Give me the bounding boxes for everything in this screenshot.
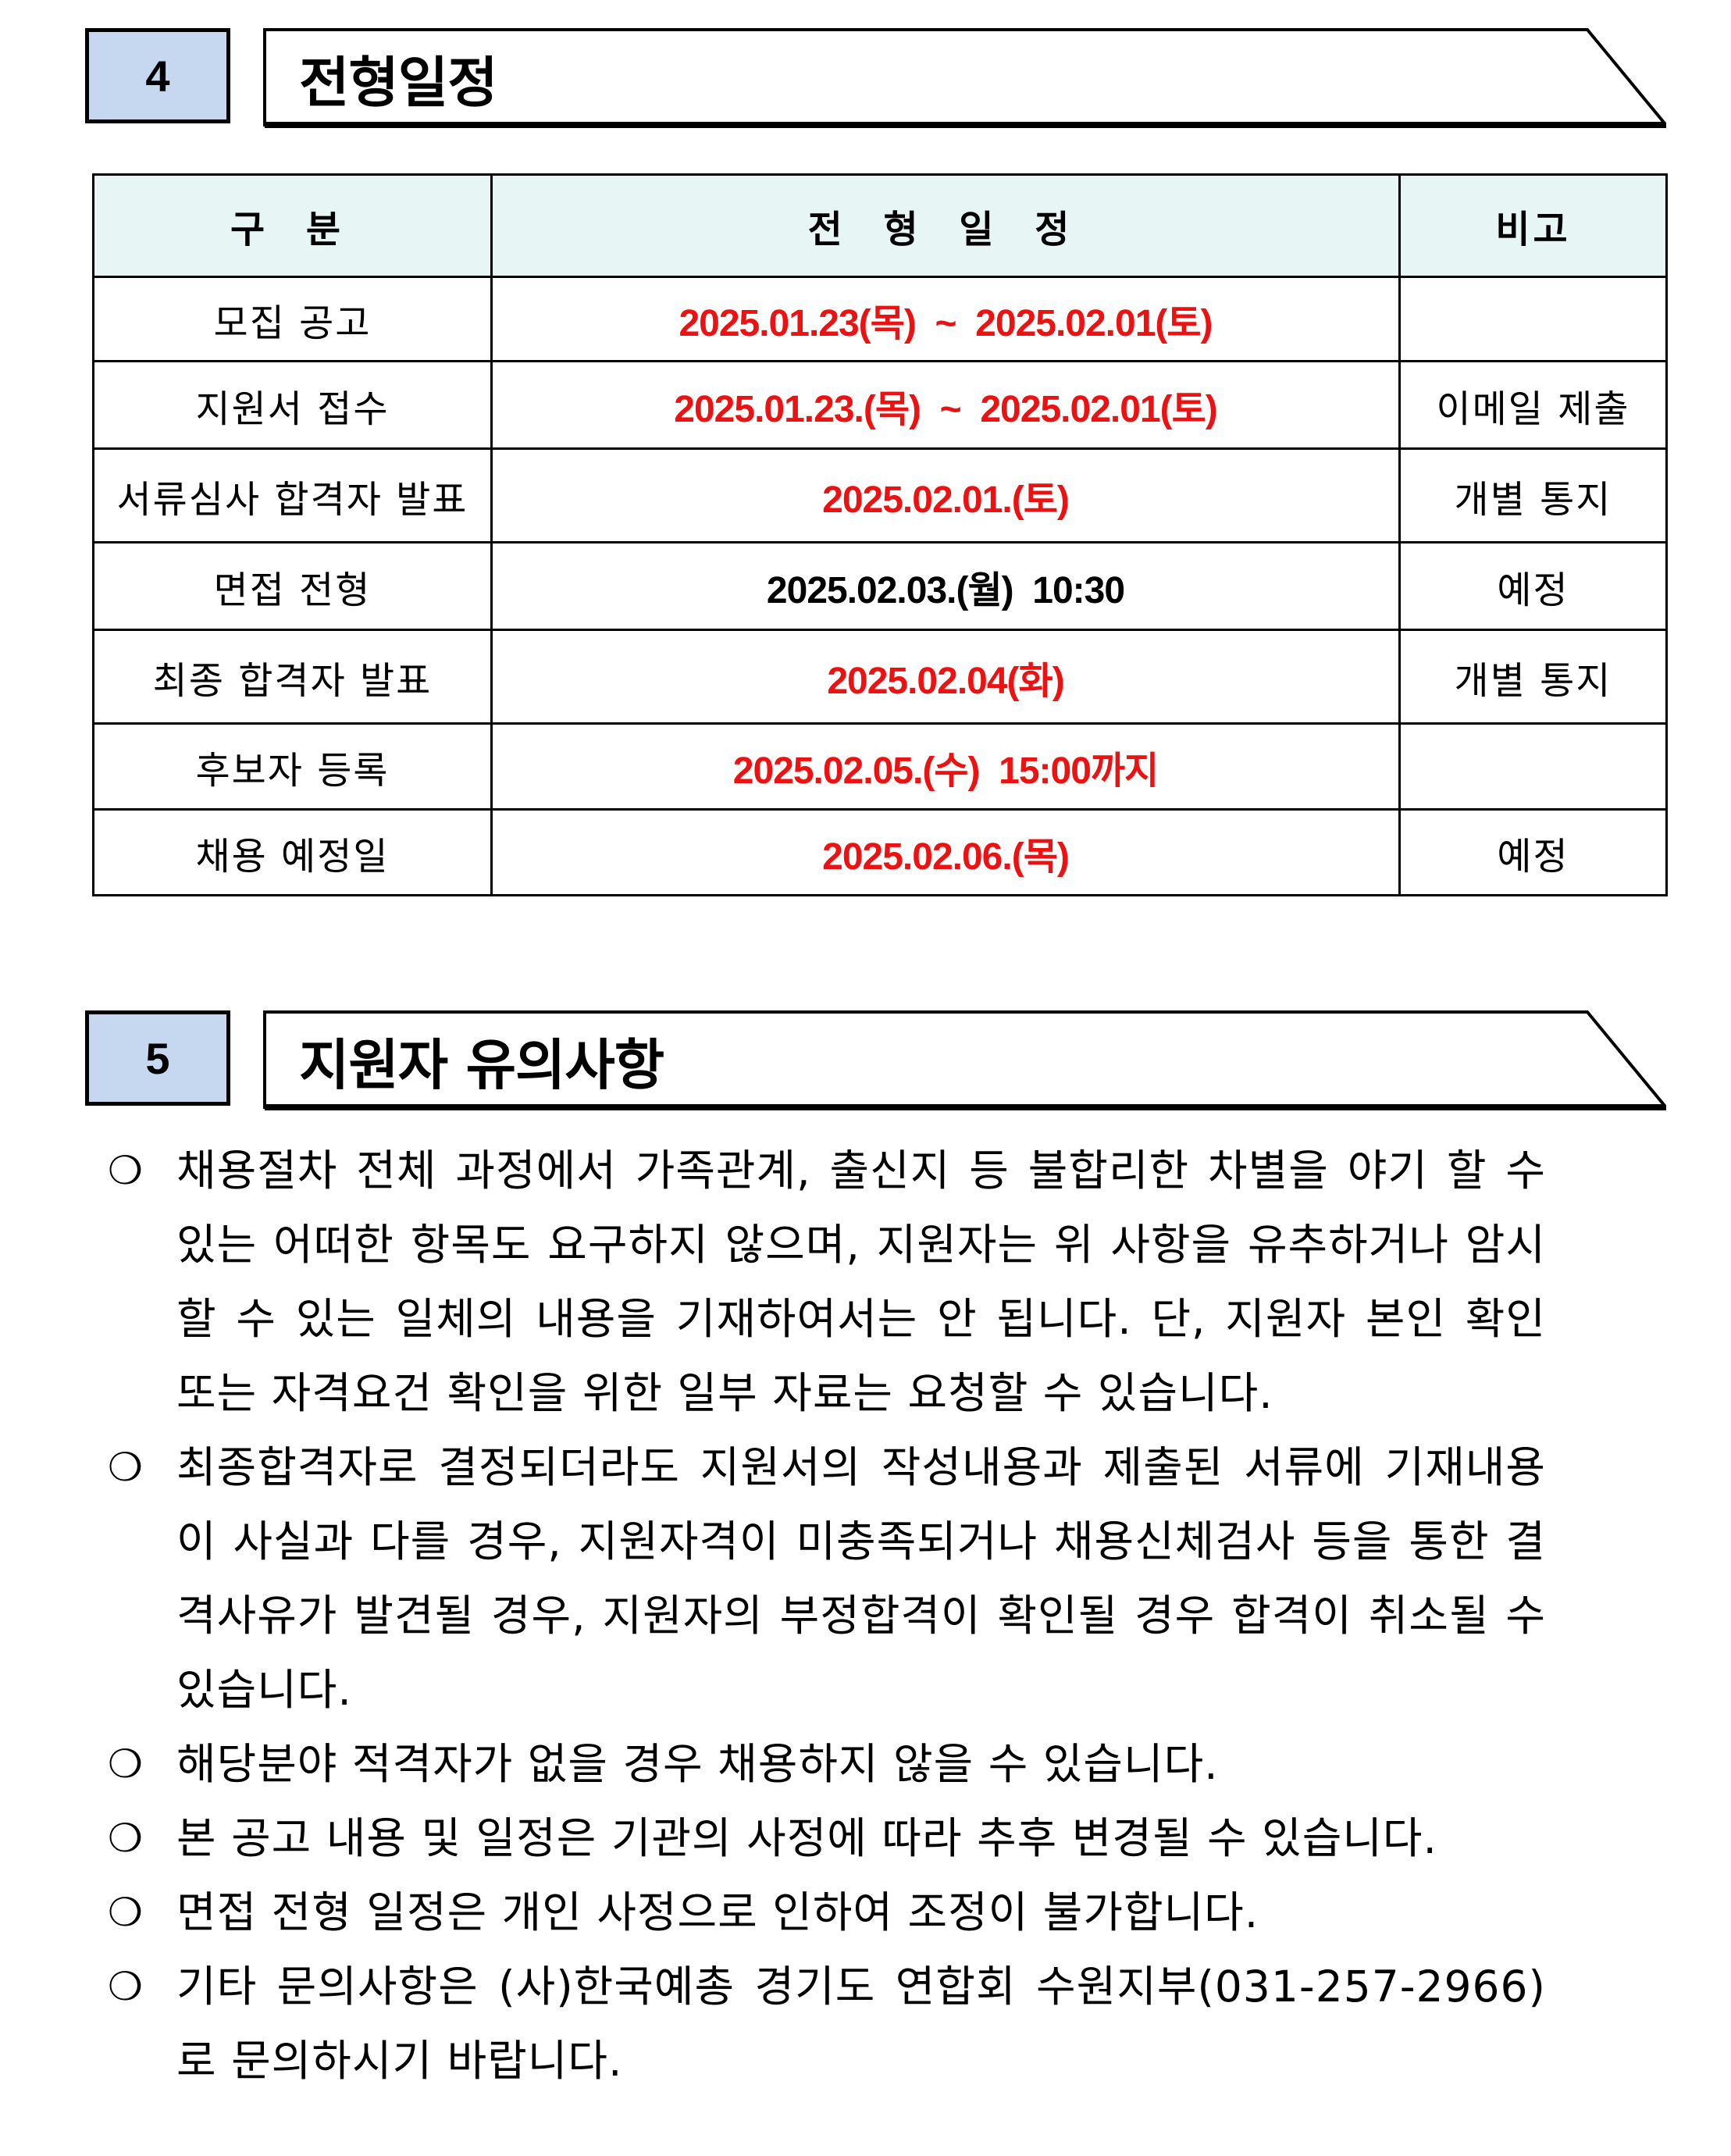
row-schedule: 2025.02.03.(월) 10:30	[490, 541, 1401, 631]
row-label: 면접 전형	[92, 541, 493, 631]
circle-bullet-icon: ❍	[108, 1741, 144, 1787]
notes-list: ❍ 채용절차 전체 과정에서 가족관계, 출신지 등 불합리한 차별을 야기 할 …	[102, 1134, 1546, 2098]
note-text: 기타 문의사항은 (사)한국예총 경기도 연합회 수원지부(031-257-29…	[176, 1962, 1546, 2086]
section-title-frame	[263, 28, 1666, 128]
circle-bullet-icon: ❍	[108, 1816, 144, 1861]
section-title-frame	[263, 1010, 1666, 1110]
note-text: 해당분야 적격자가 없을 경우 채용하지 않을 수 있습니다.	[176, 1739, 1219, 1789]
row-schedule: 2025.02.06.(목)	[490, 808, 1401, 896]
row-schedule: 2025.02.04(화)	[490, 629, 1401, 725]
table-header-row: 구 분 전 형 일 정 비고	[92, 173, 1668, 278]
row-label: 채용 예정일	[92, 808, 493, 896]
row-schedule: 2025.01.23.(목) ~ 2025.02.01(토)	[490, 360, 1401, 450]
circle-bullet-icon: ❍	[108, 1890, 144, 1935]
row-note: 개별 통지	[1398, 447, 1668, 543]
row-label: 후보자 등록	[92, 722, 493, 811]
section-title: 지원자 유의사항	[299, 1033, 664, 1097]
row-label: 최종 합격자 발표	[92, 629, 493, 725]
section-title-box: 지원자 유의사항	[263, 1010, 1666, 1110]
circle-bullet-icon: ❍	[108, 1148, 144, 1193]
section-title-box: 전형일정	[263, 28, 1666, 128]
note-text: 채용절차 전체 과정에서 가족관계, 출신지 등 불합리한 차별을 야기 할 수…	[176, 1146, 1546, 1418]
row-note: 예정	[1398, 808, 1668, 896]
row-note	[1398, 276, 1668, 362]
row-schedule: 2025.02.01.(토)	[490, 447, 1401, 543]
row-label: 서류심사 합격자 발표	[92, 447, 493, 543]
note-item: ❍ 해당분야 적격자가 없을 경우 채용하지 않을 수 있습니다.	[102, 1727, 1546, 1801]
note-item: ❍ 최종합격자로 결정되더라도 지원서의 작성내용과 제출된 서류에 기재내용이 …	[102, 1431, 1546, 1727]
row-schedule: 2025.02.05.(수) 15:00까지	[490, 722, 1401, 811]
section-4-header: 4 전형일정	[85, 28, 1666, 128]
note-item: ❍ 채용절차 전체 과정에서 가족관계, 출신지 등 불합리한 차별을 야기 할 …	[102, 1134, 1546, 1431]
circle-bullet-icon: ❍	[108, 1964, 144, 2009]
row-label: 모집 공고	[92, 276, 493, 362]
note-text: 면접 전형 일정은 개인 사정으로 인하여 조정이 불가합니다.	[176, 1887, 1259, 1937]
note-text: 최종합격자로 결정되더라도 지원서의 작성내용과 제출된 서류에 기재내용이 사…	[176, 1442, 1546, 1715]
section-5-header: 5 지원자 유의사항	[85, 1010, 1666, 1110]
header-schedule: 전 형 일 정	[490, 173, 1401, 278]
circle-bullet-icon: ❍	[108, 1445, 144, 1490]
row-note	[1398, 722, 1668, 811]
note-text: 본 공고 내용 및 일정은 기관의 사정에 따라 추후 변경될 수 있습니다.	[176, 1813, 1437, 1863]
header-note: 비고	[1398, 173, 1668, 278]
section-number: 4	[85, 28, 230, 123]
section-title: 전형일정	[299, 51, 498, 115]
row-note: 예정	[1398, 541, 1668, 631]
section-number: 5	[85, 1010, 230, 1106]
row-note: 개별 통지	[1398, 629, 1668, 725]
row-label: 지원서 접수	[92, 360, 493, 450]
row-note: 이메일 제출	[1398, 360, 1668, 450]
note-item: ❍ 본 공고 내용 및 일정은 기관의 사정에 따라 추후 변경될 수 있습니다.	[102, 1801, 1546, 1876]
note-item: ❍ 기타 문의사항은 (사)한국예총 경기도 연합회 수원지부(031-257-2…	[102, 1950, 1546, 2098]
header-category: 구 분	[92, 173, 493, 278]
row-schedule: 2025.01.23(목) ~ 2025.02.01(토)	[490, 276, 1401, 362]
note-item: ❍ 면접 전형 일정은 개인 사정으로 인하여 조정이 불가합니다.	[102, 1876, 1546, 1950]
